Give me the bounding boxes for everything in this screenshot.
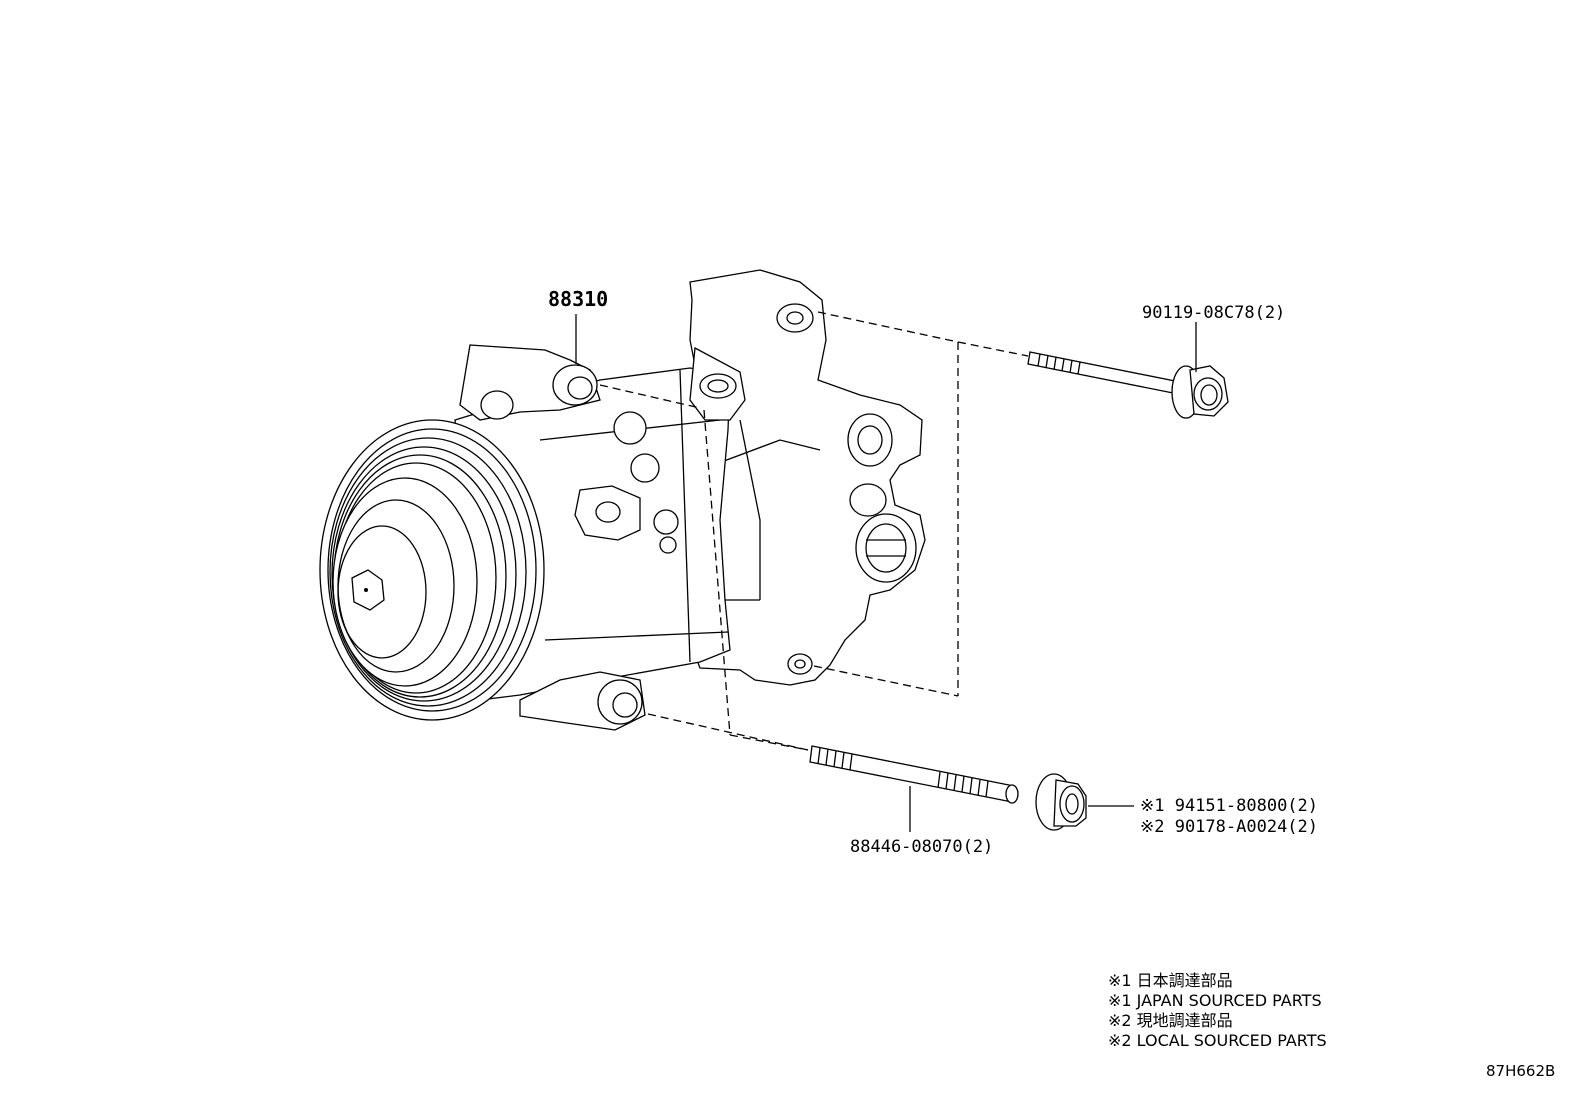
note-line: ※1 JAPAN SOURCED PARTS — [1108, 991, 1322, 1010]
part-label-nut-2: ※2 90178-A0024(2) — [1140, 817, 1318, 837]
part-label-bolt-upper: 90119-08C78(2) — [1142, 303, 1285, 323]
part-label-stud: 88446-08070(2) — [850, 837, 993, 857]
stud-drawing — [809, 745, 1019, 804]
note-line: ※1 日本調達部品 — [1108, 971, 1233, 990]
nut-drawing — [1035, 773, 1087, 831]
part-label-nut-1: ※1 94151-80800(2) — [1140, 796, 1318, 816]
alignment-lines — [599, 311, 1029, 751]
reference-code: 87H662B — [1486, 1062, 1555, 1080]
footnotes: ※1 日本調達部品 ※1 JAPAN SOURCED PARTS ※2 現地調達… — [1108, 971, 1327, 1050]
bolt-upper-drawing — [1027, 351, 1229, 419]
leader-lines — [575, 314, 1197, 832]
part-label-compressor: 88310 — [548, 287, 608, 311]
compressor-drawing — [319, 269, 926, 731]
note-line: ※2 LOCAL SOURCED PARTS — [1108, 1031, 1327, 1050]
note-line: ※2 現地調達部品 — [1108, 1011, 1233, 1030]
